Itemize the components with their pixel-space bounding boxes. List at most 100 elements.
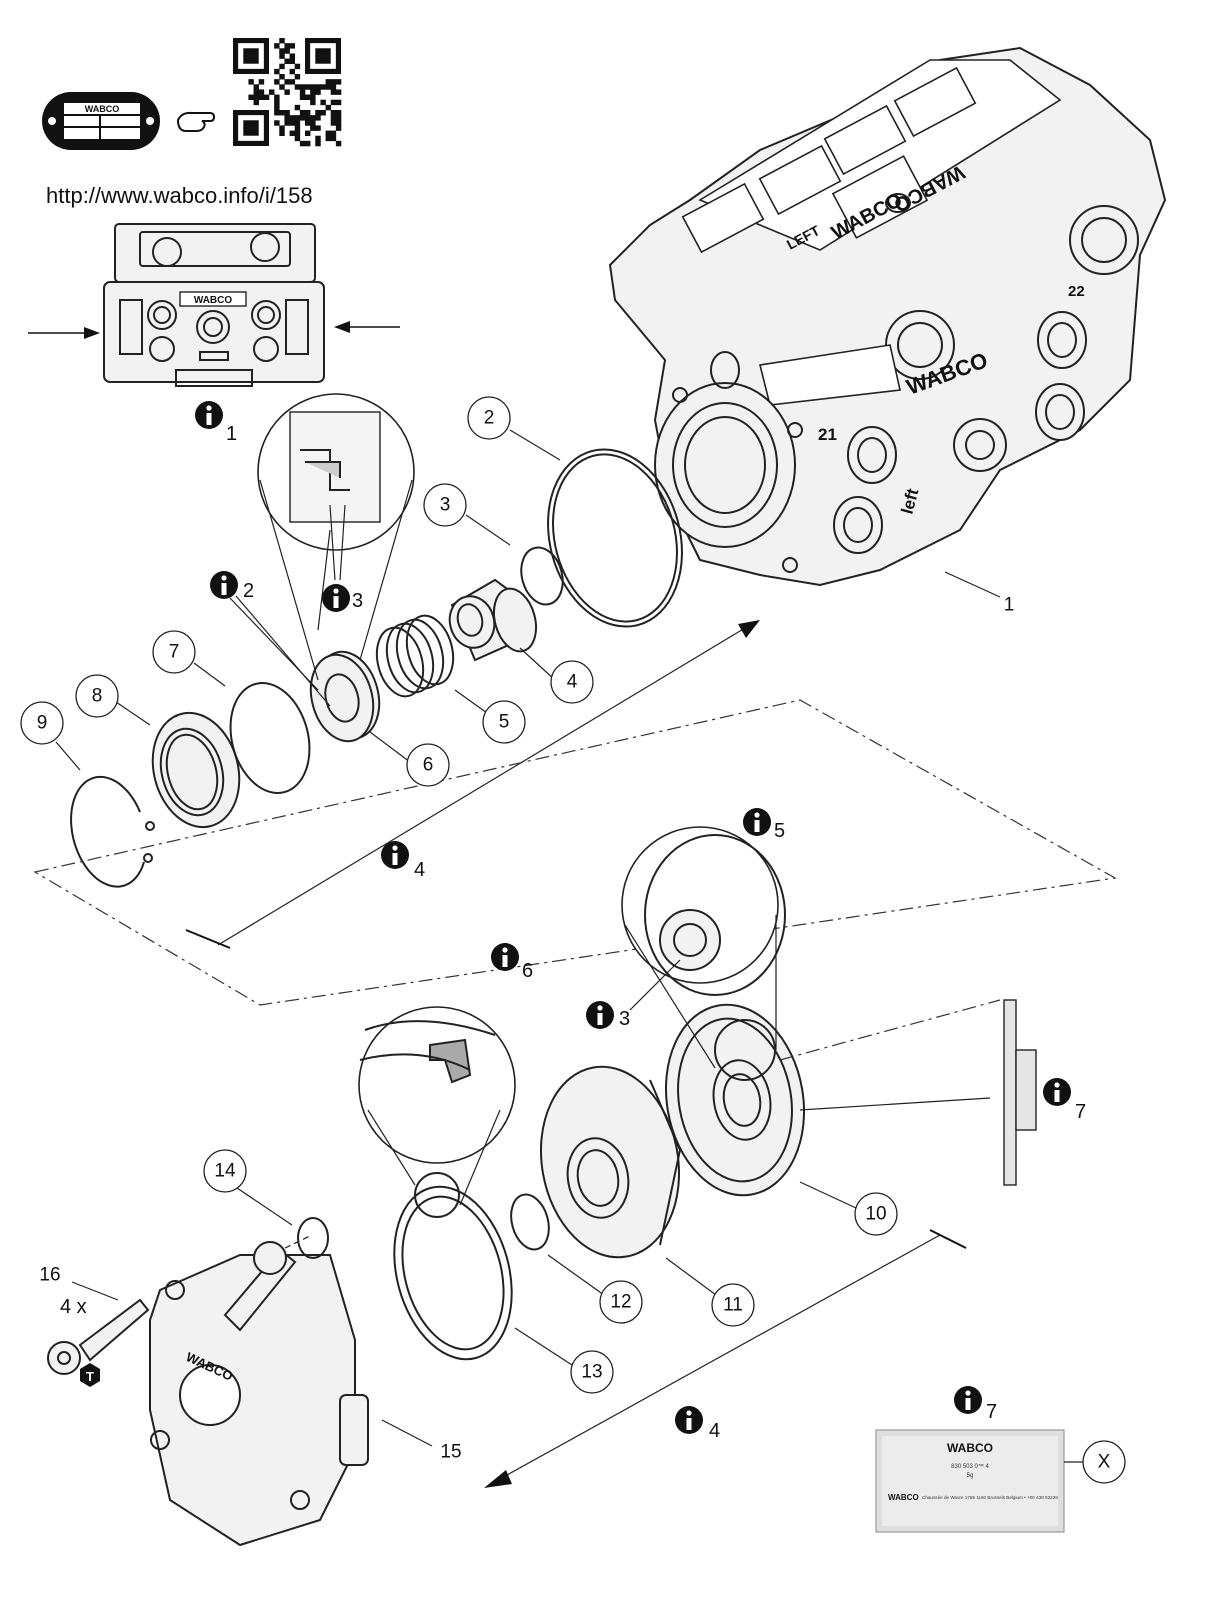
callout-x: X <box>1082 1440 1126 1484</box>
info-number: 3 <box>619 1008 630 1030</box>
thumb-brand: WABCO <box>194 295 233 306</box>
sachet-weight: 5g <box>967 1473 974 1479</box>
callout-number: X <box>1098 1452 1111 1473</box>
part-12-o-ring <box>510 1193 550 1251</box>
info-icon-i3b: 3 <box>586 1001 630 1030</box>
part-6-valve-seat <box>309 650 381 743</box>
info-icon-i5: 5 <box>743 808 785 842</box>
callout-3: 3 <box>423 483 467 527</box>
callout-6: 6 <box>406 743 450 787</box>
info-icon-i6: 6 <box>491 943 533 982</box>
callout-leaders <box>55 429 1001 1447</box>
part-16-screw <box>47 1298 150 1375</box>
callout-number: 5 <box>499 712 510 733</box>
sachet-footer-brand: WABCO <box>888 1493 919 1502</box>
arrow-right-icon <box>334 321 400 333</box>
port-21-label: 21 <box>818 425 837 444</box>
info-number: 4 <box>709 1420 720 1442</box>
info-icon-i4b: 4 <box>675 1406 720 1442</box>
callout-12: 12 <box>599 1280 643 1324</box>
callout-number: 2 <box>484 408 495 429</box>
port-22-label: 22 <box>1068 283 1085 300</box>
qr-code-icon <box>233 38 342 147</box>
callout-8: 8 <box>75 674 119 718</box>
torque-tool-label: T <box>86 1369 94 1384</box>
sachet-brand: WABCO <box>947 1441 993 1455</box>
info-number: 5 <box>774 820 785 842</box>
info-number: 1 <box>226 423 237 445</box>
part-9-circlip <box>70 775 155 888</box>
part-14-washer <box>297 1217 329 1259</box>
axis-line-upper <box>217 627 746 946</box>
callout-number: 1 <box>1004 595 1015 616</box>
group-frame-upper <box>33 699 1117 1006</box>
part-3-o-ring <box>520 546 564 606</box>
callout-number: 9 <box>37 713 48 734</box>
callout-11: 11 <box>711 1283 755 1327</box>
callout-number: 7 <box>169 642 180 663</box>
callout-15: 15 <box>440 1442 461 1463</box>
grease-sachet: WABCO 830 503 0™ 4 5g WABCO Chaussée de … <box>875 1429 1065 1533</box>
valve-housing: WABCO WABCO LEFT WABCO 21 22 left <box>608 46 1167 587</box>
info-icon-i2: 2 <box>210 571 254 602</box>
callout-1: 1 <box>1004 595 1015 616</box>
sachet-footer-text: Chaussée de Wavre 1789 1160 Brussels Bel… <box>922 1495 1058 1500</box>
info-number: 2 <box>243 580 254 602</box>
callout-16: 16 <box>39 1265 60 1286</box>
callout-14: 14 <box>203 1149 247 1193</box>
arrow-left-icon <box>28 327 100 339</box>
part-15-cover: WABCO <box>149 1241 369 1547</box>
callout-number: 11 <box>723 1295 743 1316</box>
callout-number: 10 <box>865 1204 886 1225</box>
info-number: 7 <box>986 1401 997 1423</box>
callout-4: 4 <box>550 660 594 704</box>
callout-number: 12 <box>610 1292 631 1313</box>
detail-view-seal <box>358 1006 516 1218</box>
callout-10: 10 <box>854 1192 898 1236</box>
quantity-label: 4 x <box>60 1296 87 1318</box>
info-icon-i7a: 7 <box>1043 1078 1086 1123</box>
info-icon-i7b: 7 <box>954 1386 997 1423</box>
info-icon-i4a: 4 <box>381 841 425 881</box>
info-icon-i1: 1 <box>195 401 237 445</box>
detail-view-upper <box>257 393 415 681</box>
info-url[interactable]: http://www.wabco.info/i/158 <box>46 183 313 208</box>
info-icon-i3a: 3 <box>322 584 363 612</box>
axis-arrow-lower <box>484 1470 512 1488</box>
callout-9: 9 <box>20 701 64 745</box>
axis-arrow-upper <box>738 620 760 638</box>
grease-tube-side <box>799 999 1037 1186</box>
part-13-seal-ring <box>393 1185 513 1361</box>
callout-number: 16 <box>39 1265 60 1286</box>
info-number: 6 <box>522 960 533 982</box>
pointing-hand-icon <box>176 111 216 132</box>
callout-number: 8 <box>92 686 103 707</box>
part-8-seal <box>151 711 241 829</box>
callout-number: 3 <box>440 495 451 516</box>
callout-7: 7 <box>152 630 196 674</box>
sachet-code: 830 503 0™ 4 <box>951 1463 989 1470</box>
callout-number: 15 <box>440 1442 461 1463</box>
torque-tool-icon: T <box>80 1363 100 1387</box>
valve-top-view: WABCO <box>103 223 325 387</box>
detail-view-diaphragm <box>621 826 786 1081</box>
info-number: 4 <box>414 859 425 881</box>
callout-5: 5 <box>482 700 526 744</box>
part-11-piston <box>539 1065 682 1259</box>
axis-line-lower <box>497 1234 941 1481</box>
info-number: 7 <box>1075 1101 1086 1123</box>
callout-2: 2 <box>467 396 511 440</box>
axis-tick-upper <box>185 929 231 949</box>
part-5-spring <box>375 614 455 698</box>
callout-number: 13 <box>581 1362 602 1383</box>
part-4-piston <box>448 578 538 662</box>
callout-number: 6 <box>423 755 434 776</box>
callout-number: 4 <box>567 672 578 693</box>
nameplate-icon: WABCO <box>42 92 160 150</box>
part-10-diaphragm <box>664 1003 806 1197</box>
callout-number: 14 <box>214 1161 236 1182</box>
info-number: 3 <box>352 590 363 612</box>
